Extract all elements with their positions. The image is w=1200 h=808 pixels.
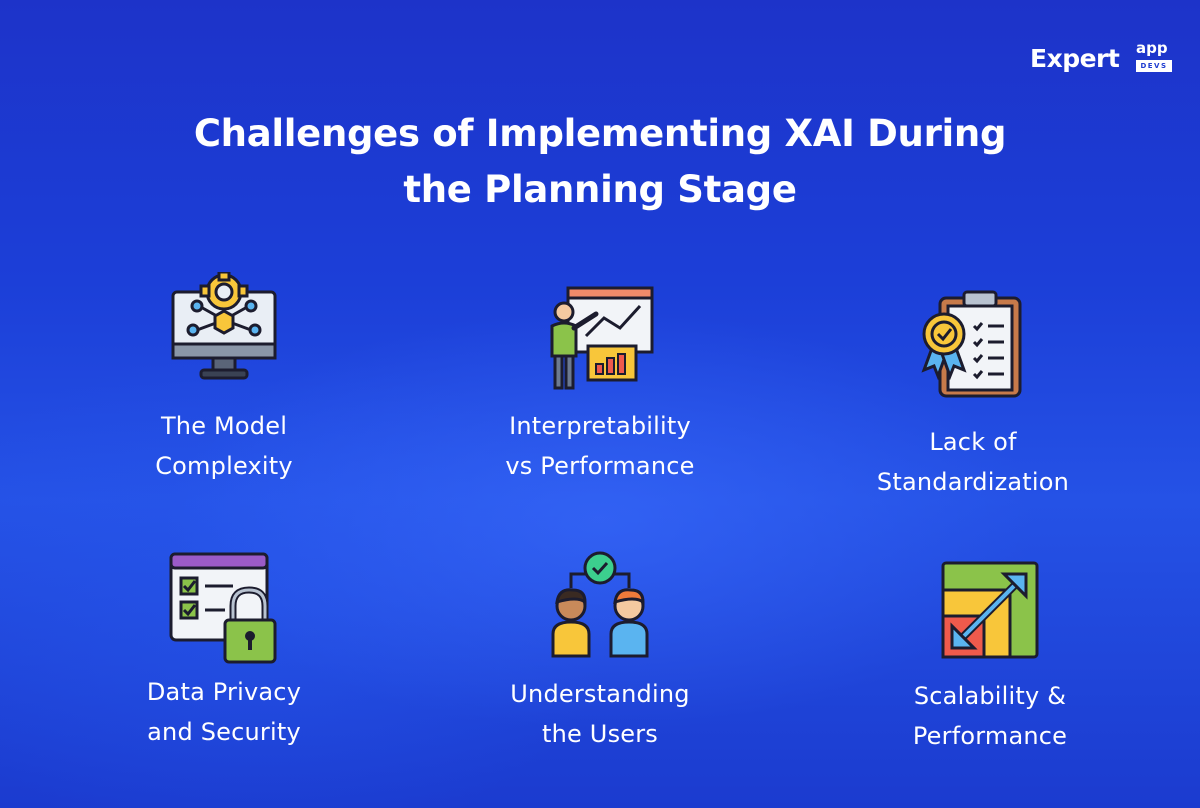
users-connection-icon xyxy=(551,551,649,658)
clipboard-badge-icon xyxy=(921,290,1022,398)
challenge-card-model-complexity: The Model Complexity xyxy=(74,272,374,486)
challenge-label: Scalability & Performance xyxy=(840,676,1140,756)
presenter-chart-icon xyxy=(550,286,654,390)
challenge-card-understanding-users: Understanding the Users xyxy=(450,548,750,754)
challenge-label-line-2: Performance xyxy=(912,722,1068,750)
challenge-label-line-2: and Security xyxy=(147,718,301,746)
scale-arrow-icon xyxy=(941,561,1039,659)
challenge-card-interpretability: Interpretability vs Performance xyxy=(450,282,750,486)
page-title: Challenges of Implementing XAI During th… xyxy=(100,106,1100,218)
monitor-gear-network-icon xyxy=(171,272,277,380)
challenge-label: Lack of Standardization xyxy=(823,422,1123,502)
brand-logo: Expert app DEVS xyxy=(1030,39,1172,78)
challenge-label-line-2: vs Performance xyxy=(505,452,695,480)
challenge-label-line-1: Understanding xyxy=(510,680,690,708)
checklist-lock-icon xyxy=(169,552,277,664)
logo-wordmark: Expert xyxy=(1030,44,1120,73)
challenge-label-line-1: Lack of xyxy=(929,428,1017,456)
challenge-label-line-2: Standardization xyxy=(876,468,1070,496)
challenge-label-line-1: Data Privacy xyxy=(146,678,302,706)
challenge-label: Interpretability vs Performance xyxy=(450,406,750,486)
challenge-card-scalability: Scalability & Performance xyxy=(840,560,1140,756)
challenge-label-line-2: the Users xyxy=(541,720,659,748)
page-title-line-2: the Planning Stage xyxy=(403,168,797,211)
logo-superscript: app xyxy=(1136,39,1168,57)
challenge-label: Data Privacy and Security xyxy=(74,672,374,752)
challenge-label-line-1: Scalability & xyxy=(913,682,1067,710)
challenge-label: The Model Complexity xyxy=(74,406,374,486)
challenge-label-line-1: The Model xyxy=(160,412,288,440)
page-title-line-1: Challenges of Implementing XAI During xyxy=(193,112,1007,155)
challenge-card-standardization: Lack of Standardization xyxy=(823,290,1123,502)
challenge-label: Understanding the Users xyxy=(450,674,750,754)
challenge-label-line-1: Interpretability xyxy=(509,412,691,440)
logo-badge: DEVS xyxy=(1136,60,1172,72)
challenge-label-line-2: Complexity xyxy=(155,452,293,480)
challenge-card-data-privacy: Data Privacy and Security xyxy=(74,550,374,752)
